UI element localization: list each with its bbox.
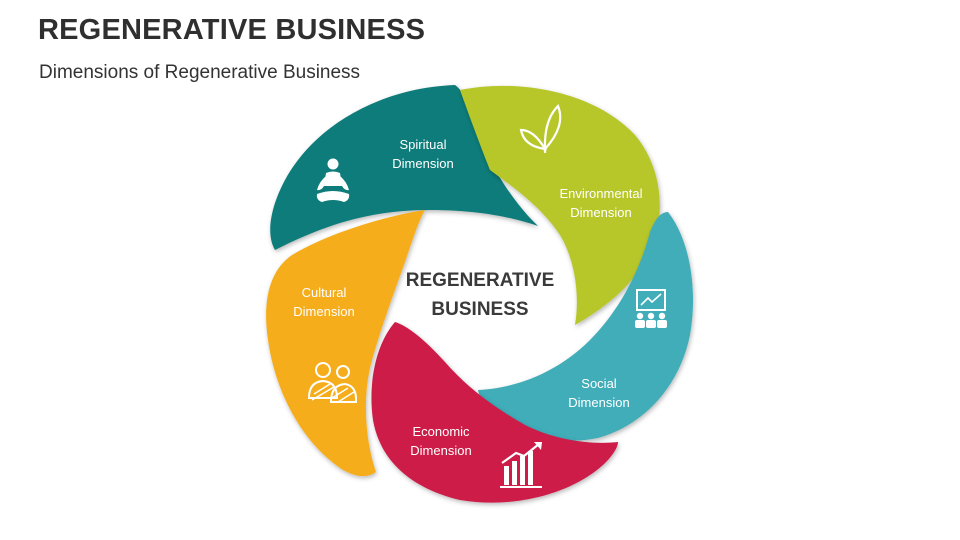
page-title: REGENERATIVE BUSINESS: [38, 14, 426, 46]
segment-economic-label-line2: Dimension: [410, 443, 471, 458]
segment-social-label-line1: Social: [581, 376, 617, 391]
growth-chart-icon: [500, 442, 542, 488]
segment-cultural-label-line1: Cultural: [302, 285, 347, 300]
segment-social: Social Dimension: [478, 212, 694, 441]
segment-spiritual: Spiritual Dimension: [270, 85, 538, 250]
page-subtitle: Dimensions of Regenerative Business: [39, 62, 361, 83]
segment-environmental-shape: [460, 85, 660, 325]
segment-spiritual-label-line1: Spiritual: [400, 137, 447, 152]
meditation-icon: [316, 158, 350, 202]
segment-spiritual-label-line2: Dimension: [392, 156, 453, 171]
segment-economic: Economic Dimension: [371, 322, 618, 503]
segment-economic-label-line1: Economic: [412, 424, 470, 439]
segment-social-label-line2: Dimension: [568, 395, 629, 410]
segment-environmental: Environmental Dimension: [460, 85, 660, 325]
segment-cultural-label-line2: Dimension: [293, 304, 354, 319]
segment-cultural-shape: [266, 210, 425, 477]
leaf-icon: [519, 104, 562, 153]
segment-social-shape: [478, 212, 694, 441]
segment-economic-shape: [371, 322, 618, 503]
segment-environmental-label-line2: Dimension: [570, 205, 631, 220]
presentation-audience-icon: [635, 289, 667, 328]
segment-spiritual-shape: [270, 85, 538, 250]
segment-cultural: Cultural Dimension: [266, 210, 425, 477]
people-group-icon: [307, 362, 358, 403]
center-label-line2: BUSINESS: [431, 299, 528, 320]
center-label-line1: REGENERATIVE: [406, 270, 555, 291]
segment-environmental-label-line1: Environmental: [559, 186, 642, 201]
